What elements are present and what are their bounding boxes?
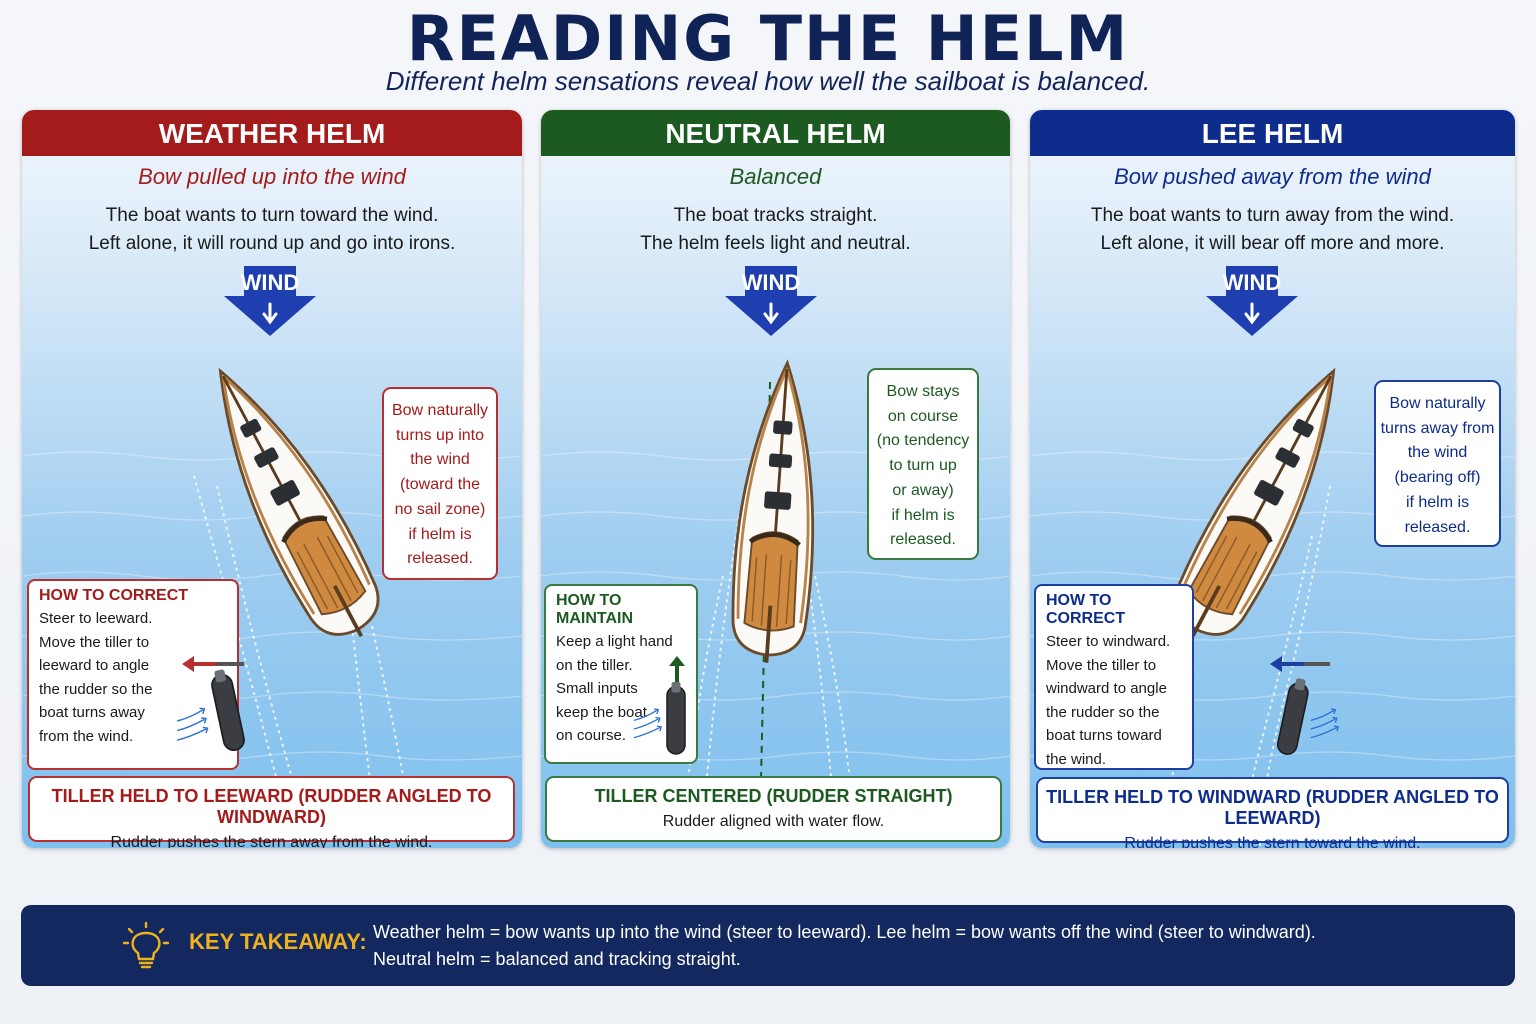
tagline-weather: Bow pulled up into the wind [138,164,406,189]
callout-line: released. [1404,518,1471,536]
description-line: The helm feels light and neutral. [640,233,911,254]
description-lee: The boat wants to turn away from the win… [1030,202,1515,258]
description-weather: The boat wants to turn toward the wind. … [22,202,522,258]
panel-header-weather: WEATHER HELM [22,110,522,156]
panel-header-lee: LEE HELM [1030,110,1515,156]
callout-line: to turn up [889,457,957,475]
sailboat-icon [707,346,847,676]
takeaway-label: KEY TAKEAWAY: [189,929,367,954]
neutral-helm-panel: NEUTRAL HELM Balanced The boat tracks st… [541,110,1010,848]
callout-line: turns up into [395,426,485,444]
weather-helm-panel: WEATHER HELM Bow pulled up into the wind… [22,110,522,848]
tiller-position-box: TILLER CENTERED (RUDDER STRAIGHT) Rudder… [545,776,1002,842]
description-line: Left alone, it will bear off more and mo… [1100,233,1445,254]
wind-label: WIND [741,270,801,295]
tiller-title: TILLER HELD TO LEEWARD (RUDDER ANGLED TO… [51,786,492,827]
description-line: The boat wants to turn away from the win… [1090,205,1455,226]
key-takeaway-banner: KEY TAKEAWAY: Weather helm = bow wants u… [21,905,1515,986]
how-to-correct-box: HOW TO CORRECT Steer to leeward. Move th… [27,579,239,770]
tiller-subtitle: Rudder pushes the stern toward the wind. [1124,835,1421,848]
lightbulb-icon [123,921,169,969]
tiller-rudder-icon [176,656,247,753]
wind-arrow-icon: WIND [1204,266,1300,338]
callout-line: no sail zone) [394,500,486,518]
callout-line: turns away from [1380,419,1495,437]
callout-neutral: Bow stays on course (no tendency to turn… [867,368,979,560]
tiller-position-box: TILLER HELD TO LEEWARD (RUDDER ANGLED TO… [28,776,515,848]
wind-arrow-icon: WIND [723,266,819,338]
callout-line: on course [887,407,959,425]
callout-line: Bow naturally [391,402,489,419]
callout-line: released. [890,531,956,549]
tagline-neutral: Balanced [729,164,822,189]
panel-header-neutral: NEUTRAL HELM [541,110,1010,156]
tiller-position-box: TILLER HELD TO WINDWARD (RUDDER ANGLED T… [1036,777,1509,848]
callout-line: (bearing off) [1394,469,1481,487]
callout-line: (no tendency [876,432,970,450]
tiller-title: TILLER CENTERED (RUDDER STRAIGHT) [594,786,953,806]
how-to-title: HOW TO MAINTAIN [556,592,634,627]
description-line: The boat tracks straight. [673,205,878,226]
takeaway-text: Weather helm = bow wants up into the win… [373,922,1316,942]
wind-label: WIND [240,270,300,295]
how-to-title: HOW TO CORRECT [1046,592,1126,627]
description-neutral: The boat tracks straight. The helm feels… [541,202,1010,258]
description-line: The boat wants to turn toward the wind. [105,205,439,226]
how-to-title: HOW TO CORRECT [39,587,189,604]
page-subtitle: Different helm sensations reveal how wel… [385,66,1151,96]
takeaway-text: Neutral helm = balanced and tracking str… [373,949,741,969]
callout-line: or away) [892,481,954,499]
description-line: Left alone, it will round up and go into… [88,233,456,254]
page-title: READING THE HELM [406,2,1130,75]
callout-lee: Bow naturally turns away from the wind (… [1374,380,1501,547]
callout-line: Bow stays [886,383,960,400]
wind-label: WIND [1222,270,1282,295]
callout-line: the wind [1407,444,1468,462]
how-to-text: Steer to leeward. Move the tiller to lee… [39,610,153,745]
tiller-rudder-icon [1270,656,1339,757]
callout-weather: Bow naturally turns up into the wind (to… [382,387,498,580]
tagline-lee: Bow pushed away from the wind [1114,164,1431,189]
callout-line: if helm is [408,525,472,543]
tiller-title: TILLER HELD TO WINDWARD (RUDDER ANGLED T… [1046,787,1499,828]
tiller-rudder-icon [633,656,686,755]
tiller-subtitle: Rudder pushes the stern away from the wi… [110,834,433,848]
how-to-text: Keep a light hand on the tiller. Small i… [556,633,673,744]
lee-helm-panel: LEE HELM Bow pushed away from the wind T… [1030,110,1515,848]
callout-line: the wind [410,451,470,469]
callout-line: if helm is [891,506,955,524]
how-to-text: Steer to windward. Move the tiller to wi… [1046,633,1171,768]
callout-line: (toward the [399,476,481,494]
sailboat-icon [1164,332,1364,672]
wind-arrow-icon: WIND [222,266,318,338]
callout-line: if helm is [1405,493,1470,511]
callout-line: Bow naturally [1389,395,1486,412]
tiller-subtitle: Rudder aligned with water flow. [662,813,885,830]
callout-line: released. [407,550,473,568]
how-to-correct-box: HOW TO CORRECT Steer to windward. Move t… [1034,584,1194,770]
